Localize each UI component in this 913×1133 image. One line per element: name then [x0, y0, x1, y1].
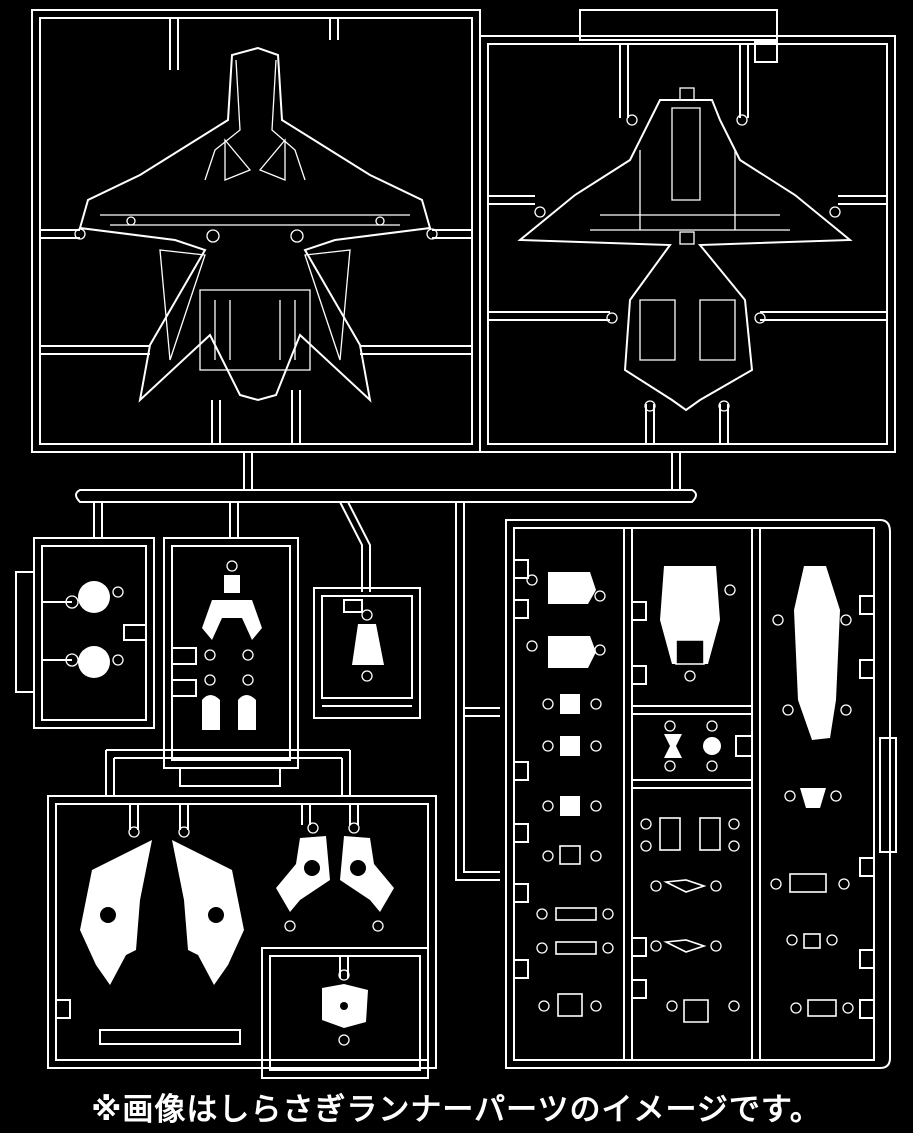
fighter-upper-hull — [74, 46, 438, 403]
shoulder-armor-pair — [276, 822, 394, 932]
canopy-cockpit-part — [660, 566, 736, 682]
runner-frame-cube — [261, 947, 429, 1079]
runner-frame-bottom-right — [505, 519, 897, 1069]
engine-nacelle-part — [772, 566, 852, 740]
leg-armor-pair — [80, 826, 244, 985]
main-sprue-bar — [75, 452, 697, 881]
round-disc-pair — [78, 581, 110, 678]
runner-frame-claw — [163, 537, 299, 787]
image-disclaimer-caption: ※画像はしらさぎランナーパーツのイメージです。 — [91, 1091, 822, 1128]
runner-frame-turret — [313, 587, 421, 719]
fighter-lower-hull — [517, 87, 853, 412]
small-detail-parts — [513, 559, 875, 1023]
cube-connector-part — [322, 969, 368, 1046]
runner-frame-top-right — [479, 9, 896, 453]
runner-frame-discs — [15, 537, 155, 729]
small-turret-part — [352, 609, 384, 682]
claw-arm-assembly — [202, 560, 262, 730]
